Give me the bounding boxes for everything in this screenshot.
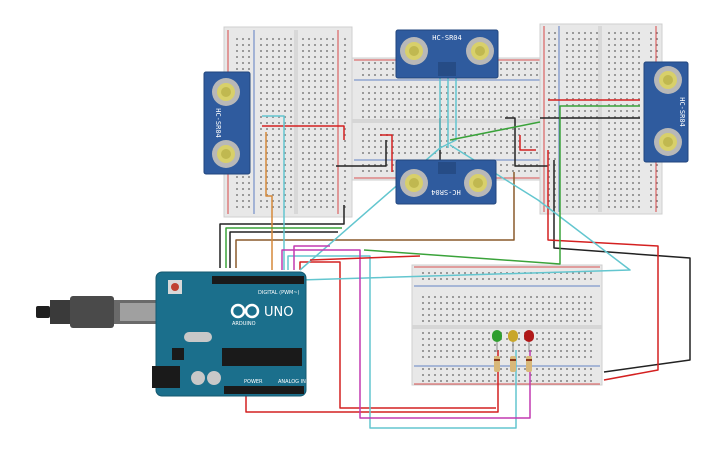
ultrasonic-sensor-top: HC-SR04	[395, 29, 499, 79]
digital-pins-label: DIGITAL (PWM~)	[258, 290, 300, 296]
led-green	[492, 330, 502, 352]
arduino-model-label: UNO	[264, 305, 293, 320]
ultrasonic-sensor-left: HC-SR04	[203, 71, 251, 175]
led-yellow	[508, 330, 518, 352]
led-red	[524, 330, 534, 352]
sensor-top-label: HC-SR04	[432, 34, 462, 42]
arduino-brand-label: ARDUINO	[232, 321, 256, 327]
power-jack	[152, 366, 180, 388]
usb-cable-plug	[36, 306, 50, 318]
breadboard-right	[539, 23, 663, 215]
wires	[219, 78, 691, 429]
analog-pins-label: ANALOG IN	[278, 379, 306, 385]
power-pins-label: POWER	[244, 379, 263, 385]
breadboard-bottom	[411, 264, 603, 386]
sensor-center-label: HC-SR04	[431, 188, 461, 196]
resistors	[494, 356, 532, 372]
ultrasonic-sensor-right: HC-SR04	[643, 61, 689, 163]
usb-connector	[70, 296, 114, 328]
microcontroller-chip	[222, 348, 302, 366]
ultrasonic-sensor-center: HC-SR04	[395, 159, 497, 205]
arduino-logo	[230, 303, 260, 319]
sensor-right-label: HC-SR04	[678, 97, 686, 127]
arduino-uno: UNO ARDUINO DIGITAL (PWM~) POWER ANALOG …	[36, 271, 307, 397]
sensor-left-label: HC-SR04	[214, 108, 222, 138]
